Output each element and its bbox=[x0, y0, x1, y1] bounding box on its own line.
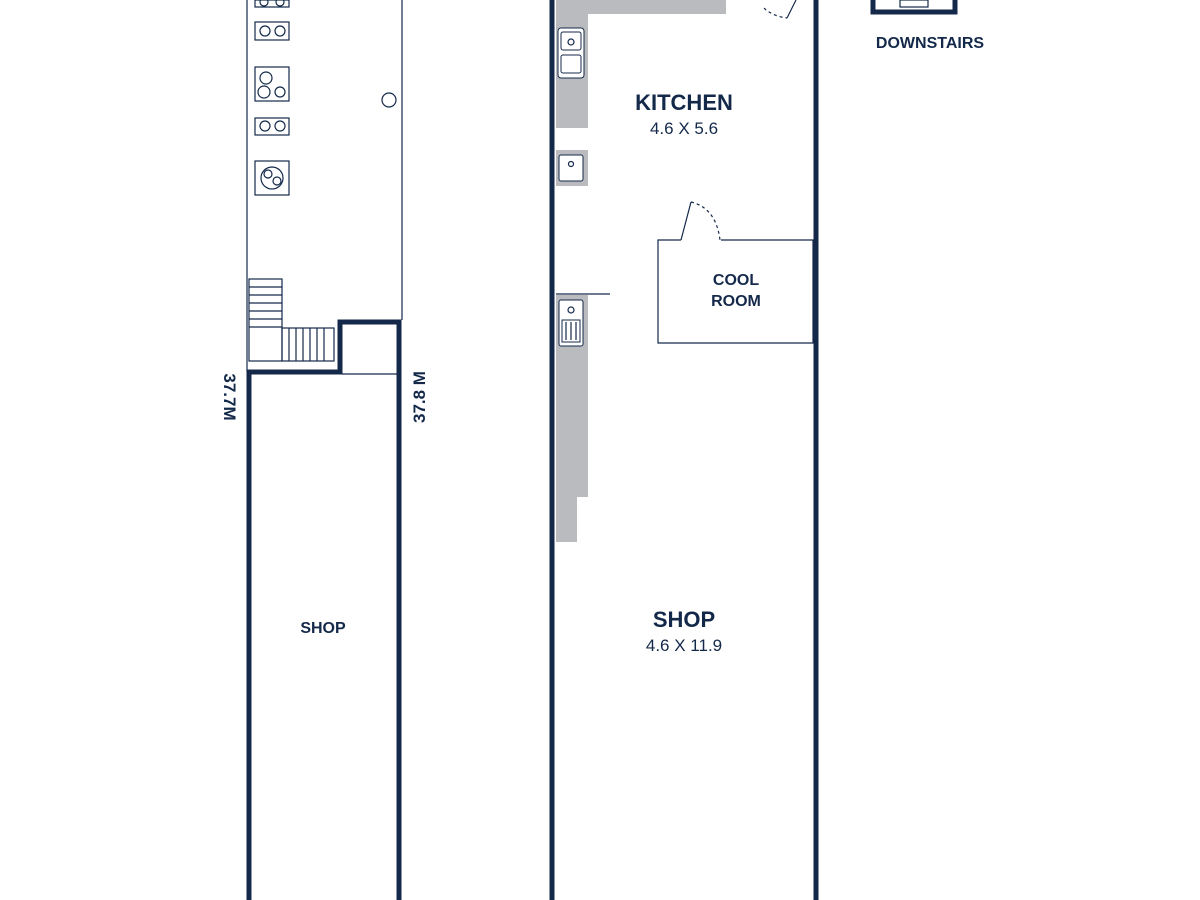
stairs-icon bbox=[248, 278, 335, 362]
kitchen-label: KITCHEN bbox=[635, 90, 733, 115]
cool-room-label-line1: COOL bbox=[713, 272, 759, 289]
planter-icon bbox=[254, 117, 290, 136]
dimension-left-label: 37.7M bbox=[220, 373, 239, 420]
door-icon bbox=[763, 0, 797, 19]
dimension-right-label: 37.8 M bbox=[410, 371, 429, 423]
downstairs-label: DOWNSTAIRS bbox=[876, 35, 984, 52]
planter-icon bbox=[254, 0, 290, 8]
kitchen-bench bbox=[556, 0, 726, 128]
shrub-icon bbox=[381, 92, 397, 108]
kitchen-dimensions: 4.6 X 5.6 bbox=[650, 119, 718, 138]
cool-room bbox=[657, 201, 814, 344]
cool-room-label-line2: ROOM bbox=[711, 293, 761, 310]
tree-icon bbox=[254, 160, 290, 196]
planter-icon bbox=[254, 21, 290, 41]
basin-icon bbox=[558, 154, 584, 182]
sink-icon bbox=[557, 27, 585, 79]
right-building bbox=[549, 0, 819, 900]
left-building bbox=[246, 0, 403, 900]
downstairs-inset bbox=[870, 0, 958, 15]
shop-left-label: SHOP bbox=[300, 620, 346, 637]
shop-main-dimensions: 4.6 X 11.9 bbox=[646, 636, 722, 655]
shop-main-label: SHOP bbox=[653, 607, 715, 632]
shop-bench bbox=[556, 295, 588, 542]
sink-icon bbox=[558, 299, 584, 347]
planter-icon bbox=[254, 66, 290, 102]
